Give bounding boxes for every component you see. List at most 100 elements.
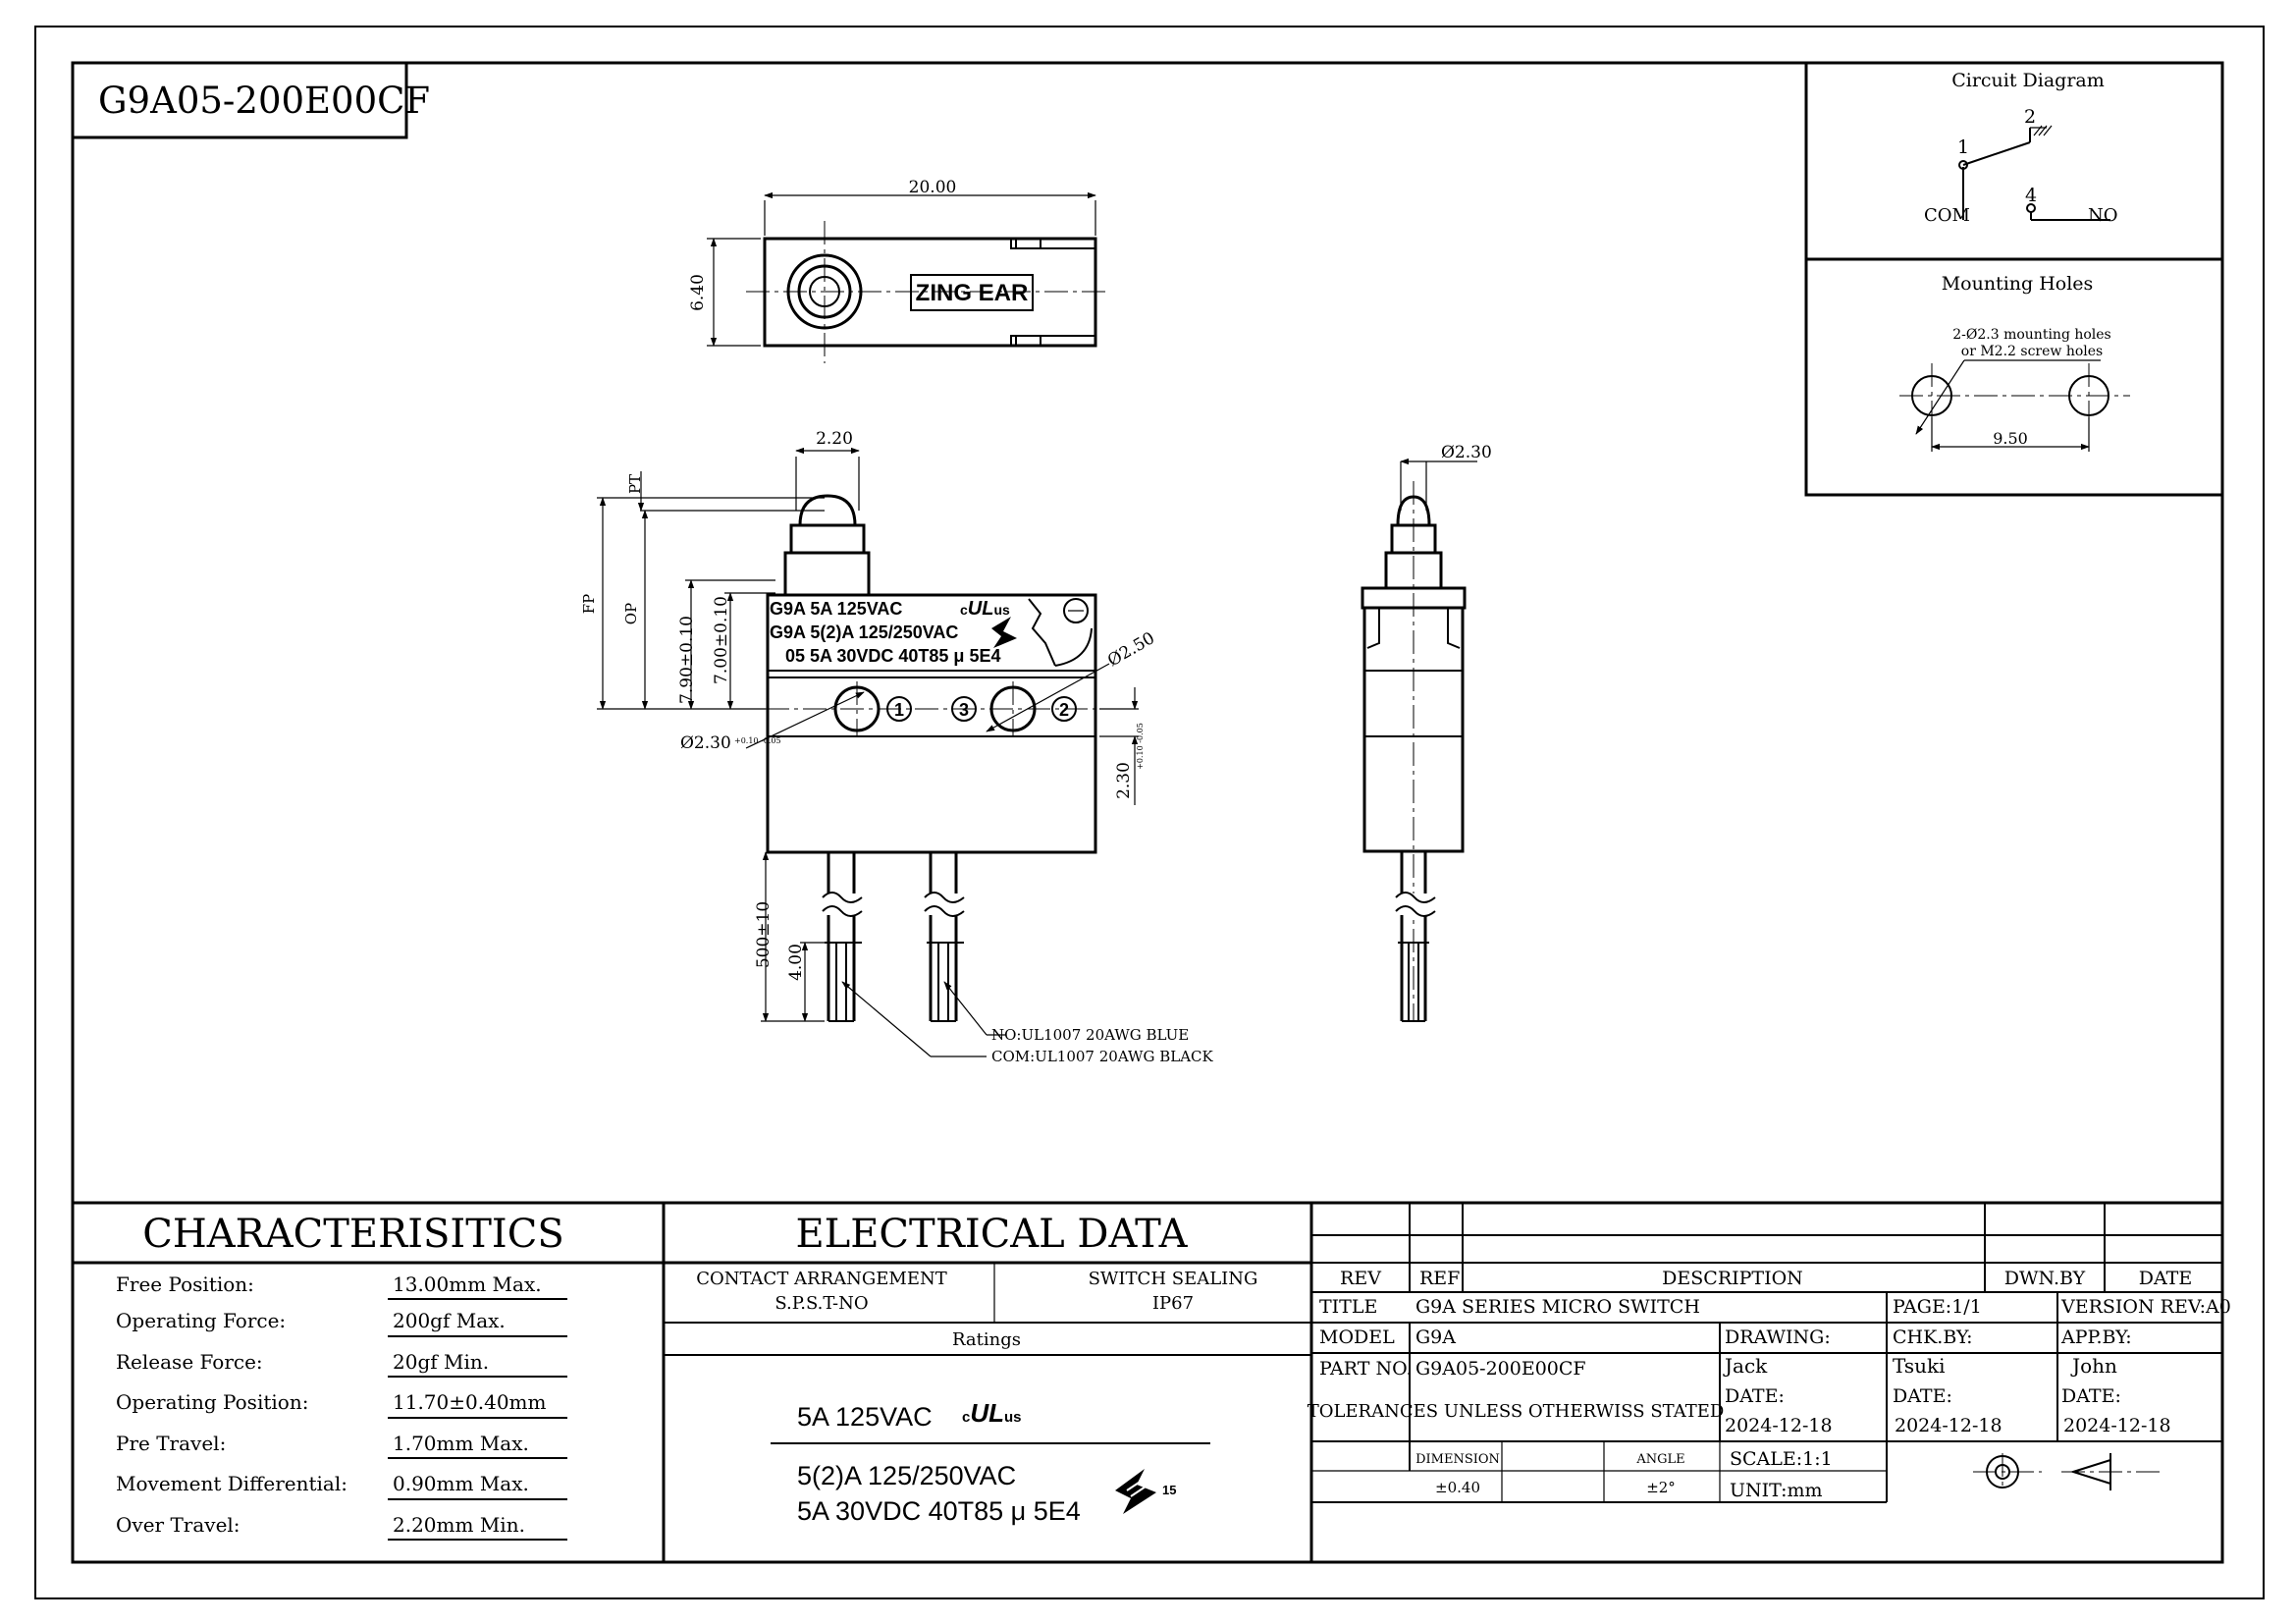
electrical-title: ELECTRICAL DATA xyxy=(795,1212,1188,1257)
char-row: Movement Differential: 0.90mm Max. xyxy=(116,1472,567,1500)
plunger-width-dim: 2.20 xyxy=(816,429,853,449)
char-row: Operating Force: 200gf Max. xyxy=(116,1309,567,1337)
svg-text:20gf Min.: 20gf Min. xyxy=(393,1350,489,1374)
svg-text:Pre Travel:: Pre Travel: xyxy=(116,1432,226,1455)
date-approve: 2024-12-18 xyxy=(2063,1415,2171,1436)
terminal-3-label: 3 xyxy=(959,700,969,720)
scale: SCALE:1:1 xyxy=(1730,1448,1833,1470)
sealing-label: SWITCH SEALING xyxy=(1089,1269,1258,1289)
top-width-dim: 6.40 xyxy=(688,274,708,311)
mounting-holes-title: Mounting Holes xyxy=(1942,273,2094,295)
svg-text:0.90mm Max.: 0.90mm Max. xyxy=(393,1472,529,1495)
tolerances-note: TOLERANCES UNLESS OTHERWISS STATED xyxy=(1308,1401,1725,1422)
hole-offset-dim: 2.30 xyxy=(1114,762,1134,799)
chk-by-name: Tsuki xyxy=(1893,1354,1946,1378)
outer-frame xyxy=(34,26,2265,1599)
svg-text:1.70mm Max.: 1.70mm Max. xyxy=(393,1432,529,1455)
ratings-label: Ratings xyxy=(952,1329,1021,1350)
op-label: OP xyxy=(622,603,640,624)
hole-dia-left-tol: +0.10 -0.05 xyxy=(734,736,781,745)
date-label-approve: DATE: xyxy=(2061,1385,2121,1407)
inner-frame xyxy=(71,61,2224,1564)
page-number: PAGE:1/1 xyxy=(1893,1296,1982,1318)
side-view: Ø2.30 xyxy=(1361,443,1492,1022)
model-label: MODEL xyxy=(1319,1326,1395,1348)
svg-text:Release Force:: Release Force: xyxy=(116,1350,263,1374)
side-plunger-dia: Ø2.30 xyxy=(1441,443,1492,462)
pin-1-label: 1 xyxy=(1957,136,1969,158)
date-label-drawing: DATE: xyxy=(1725,1385,1785,1407)
pt-label: PT xyxy=(626,474,644,494)
terminal-2-label: 2 xyxy=(1059,700,1069,720)
drawing-by-name: Jack xyxy=(1723,1354,1768,1378)
svg-text:Over Travel:: Over Travel: xyxy=(116,1513,240,1537)
brand-label: ZING EAR xyxy=(916,280,1029,306)
part-no-label: PART NO. xyxy=(1319,1358,1413,1380)
drawing-label: DRAWING: xyxy=(1725,1326,1831,1348)
svg-text:11.70±0.40mm: 11.70±0.40mm xyxy=(393,1390,547,1414)
svg-text:Movement Differential:: Movement Differential: xyxy=(116,1472,347,1495)
bottom-tables xyxy=(73,1201,2222,1562)
date-label-check: DATE: xyxy=(1893,1385,1952,1407)
pin-4-label: 4 xyxy=(2025,185,2037,206)
ul-mark: cULus xyxy=(962,1398,1022,1428)
rating-3: 5A 30VDC 40T85 μ 5E4 xyxy=(797,1496,1081,1526)
char-row: Over Travel: 2.20mm Min. xyxy=(116,1513,567,1541)
body-text-1: G9A 5A 125VAC xyxy=(770,599,902,619)
hole-dia-right-dim: Ø2.50 xyxy=(1104,628,1158,671)
com-label: COM xyxy=(1924,205,1970,226)
terminal-1-label: 1 xyxy=(894,700,904,720)
characteristics-table: CHARACTERISITICS Free Position: 13.00mm … xyxy=(116,1212,567,1541)
sealing-value: IP67 xyxy=(1152,1293,1194,1314)
part-number-box: G9A05-200E00CF xyxy=(71,61,430,139)
ul-mark-small: cULus xyxy=(960,598,1010,620)
top-length-dim: 20.00 xyxy=(909,178,957,197)
description-header: DESCRIPTION xyxy=(1662,1268,1803,1289)
model-value: G9A xyxy=(1415,1326,1456,1348)
rev-header: REV xyxy=(1340,1268,1381,1289)
characteristics-title: CHARACTERISITICS xyxy=(142,1212,563,1257)
ref-header: REF xyxy=(1419,1268,1460,1289)
part-number: G9A05-200E00CF xyxy=(98,80,430,122)
lead-length-dim: 500±10 xyxy=(754,901,774,968)
hole-dia-left-dim: Ø2.30 xyxy=(680,733,731,753)
svg-text:200gf Max.: 200gf Max. xyxy=(393,1309,506,1332)
enec-mark: 15 xyxy=(1115,1469,1176,1514)
part-no-value: G9A05-200E00CF xyxy=(1415,1358,1586,1380)
char-row: Pre Travel: 1.70mm Max. xyxy=(116,1432,567,1459)
dwn-by-header: DWN.BY xyxy=(2004,1268,2086,1289)
fp-label: FP xyxy=(580,594,598,615)
svg-text:13.00mm Max.: 13.00mm Max. xyxy=(393,1272,542,1296)
chk-by-label: CHK.BY: xyxy=(1893,1326,1973,1348)
contact-value: S.P.S.T-NO xyxy=(774,1293,868,1314)
angle-tolerance: ±2° xyxy=(1646,1479,1676,1496)
title-label: TITLE xyxy=(1319,1296,1377,1318)
date-drawing: 2024-12-18 xyxy=(1725,1415,1833,1436)
svg-text:Operating Force:: Operating Force: xyxy=(116,1309,286,1332)
char-row: Free Position: 13.00mm Max. xyxy=(116,1272,567,1300)
front-view: 2.20 G9A 5A 125VAC G9A 5(2)A 125/250VAC … xyxy=(580,429,1214,1065)
app-by-label: APP.BY: xyxy=(2060,1326,2132,1348)
electrical-data-table: ELECTRICAL DATA CONTACT ARRANGEMENT S.P.… xyxy=(664,1212,1311,1526)
enec-mark-small xyxy=(991,617,1017,648)
svg-text:2.20mm Min.: 2.20mm Min. xyxy=(393,1513,525,1537)
svg-text:Operating Position:: Operating Position: xyxy=(116,1390,308,1414)
dimension-label: DIMENSION xyxy=(1415,1452,1500,1467)
svg-text:15: 15 xyxy=(1162,1483,1176,1497)
mounting-note-2: or M2.2 screw holes xyxy=(1961,344,2103,359)
rating-1: 5A 125VAC xyxy=(797,1402,933,1432)
wire-com-label: COM:UL1007 20AWG BLACK xyxy=(991,1048,1214,1065)
title-block: REV REF DESCRIPTION DWN.BY DATE TITLE G9… xyxy=(1308,1203,2231,1503)
date-check: 2024-12-18 xyxy=(1895,1415,2002,1436)
contact-label: CONTACT ARRANGEMENT xyxy=(696,1269,947,1289)
pin-2-label: 2 xyxy=(2024,106,2036,128)
switch-symbol xyxy=(1958,125,2110,221)
body-text-3: 05 5A 30VDC 40T85 μ 5E4 xyxy=(785,646,1000,666)
dim-7-90: 7.90±0.10 xyxy=(677,616,697,704)
svg-text:Free Position:: Free Position: xyxy=(116,1272,254,1296)
projection-symbol xyxy=(1973,1453,2160,1490)
hole-offset-tol: +0.10 -0.05 xyxy=(1136,723,1145,770)
no-label: NO xyxy=(2088,205,2118,226)
body-text-2: G9A 5(2)A 125/250VAC xyxy=(770,623,958,642)
app-by-name: John xyxy=(2070,1354,2117,1378)
